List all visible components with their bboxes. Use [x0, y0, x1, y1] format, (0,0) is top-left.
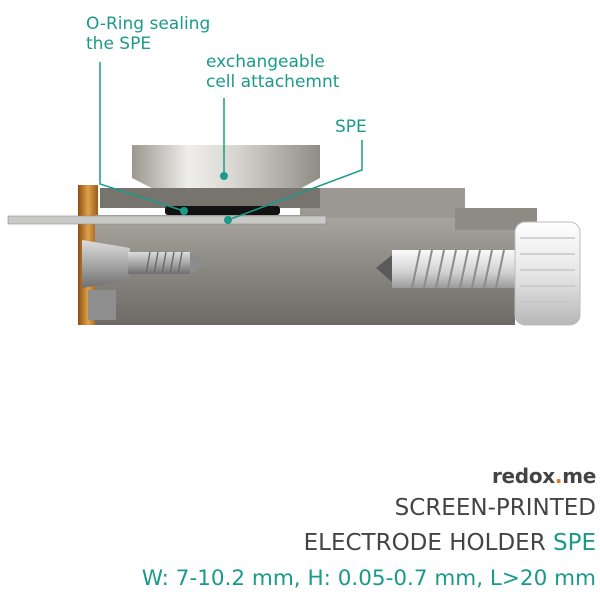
spe-strip — [7, 215, 327, 225]
spe-marker — [224, 216, 232, 224]
knurled-knob — [514, 221, 581, 326]
title-line-2: ELECTRODE HOLDER SPE — [304, 530, 596, 556]
left-screw-head — [82, 240, 130, 288]
right-bolt-thread — [411, 249, 505, 289]
title-line-1: SCREEN-PRINTED — [394, 495, 596, 521]
knob-knurling — [520, 237, 575, 303]
brand-suffix: me — [562, 464, 596, 488]
brand-logo: redox.me — [492, 464, 596, 488]
spe-leader — [227, 140, 363, 221]
oring-marker — [180, 207, 188, 215]
oring-label: O-Ring sealing the SPE — [86, 14, 211, 54]
lower-set-screw — [88, 290, 116, 320]
brand-dot: . — [554, 464, 563, 488]
spe-label: SPE — [335, 117, 367, 137]
spec-line: W: 7-10.2 mm, H: 0.05-0.7 mm, L>20 mm — [141, 566, 596, 591]
callout-lines — [99, 62, 363, 221]
oring-leader — [99, 62, 185, 212]
left-screw-tip — [190, 252, 208, 274]
o-ring — [165, 206, 280, 215]
holder-top-block — [300, 188, 465, 218]
left-screw-thread — [145, 251, 183, 275]
title-line-2-accent: SPE — [552, 530, 596, 556]
left-screw-shaft — [128, 252, 190, 274]
cell-attachment-base — [100, 188, 320, 208]
cell-marker — [220, 172, 228, 180]
cell-attachment-label: exchangeable cell attachemnt — [206, 52, 340, 92]
electrode-holder-diagram — [7, 62, 581, 326]
right-bolt-tip — [376, 255, 392, 282]
brand-prefix: redox — [491, 464, 555, 488]
title-line-2-main: ELECTRODE HOLDER — [303, 530, 553, 556]
holder-right-step — [455, 208, 537, 230]
